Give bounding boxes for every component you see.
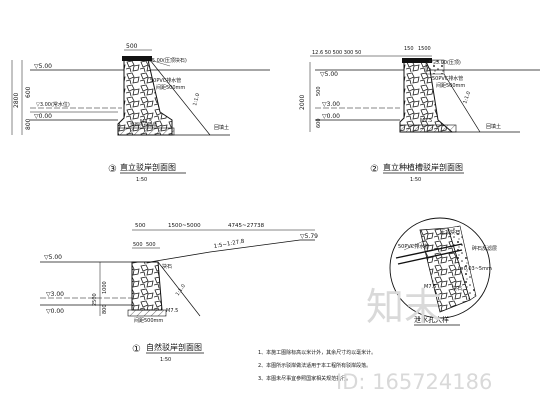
s3-callout-drain: 间距500mm — [134, 317, 163, 324]
s3-callout-mortar: M7.5 — [166, 308, 178, 314]
s1-level-low: ▽3.00(常水位) — [36, 101, 70, 108]
detail-callout-2: 50PVC排水管 — [398, 243, 429, 250]
s2-number: ② — [370, 164, 379, 175]
notes-block: 1、本施工图除标高以米计外，其余尺寸均以毫米计。 2、本图所示驳岸做法适用于本工… — [258, 349, 376, 382]
s2-level-design: ▽5.00 — [320, 71, 338, 78]
s1-dim-h2: 800 — [25, 118, 32, 130]
s2-level-low: ▽3.00 — [322, 101, 340, 108]
detail-title: 泄水孔大样 — [414, 315, 449, 324]
s2-callout-coping: ▽5.00(压顶) — [432, 60, 461, 66]
s2-dim-h1: 500 — [316, 86, 322, 96]
note-3: 3、本图未尽事宜参照国家相关规范执行。 — [258, 375, 351, 382]
s3-dim-seg3: 4745~27738 — [228, 223, 265, 229]
s1-callout-slope: 1:1.0 — [192, 93, 201, 107]
s2-dim-top-right: 1500 — [418, 46, 431, 52]
s3-dim-h1: 1000 — [102, 281, 108, 294]
s3-level-low: ▽3.00 — [46, 291, 64, 298]
s1-callout-mortar: M7.5 — [140, 119, 152, 125]
s1-callout-wall: 50PVC排水管 — [150, 77, 181, 84]
s1-callout-backfill: 回填土 — [214, 124, 229, 131]
s3-dim-height: 2500 — [92, 293, 98, 306]
s1-title: 直立驳岸剖面图 — [120, 162, 176, 172]
s2-dim-h2: 600 — [316, 118, 322, 128]
s3-number: ① — [132, 344, 141, 355]
s3-level-bottom: ▽0.00 — [46, 308, 64, 315]
s1-level-design: ▽5.00 — [34, 63, 52, 70]
s2-callout-mortar: M7.5 — [420, 118, 432, 124]
s3-callout-stone: 块石 — [162, 263, 172, 270]
watermark-id: ID: 165724186 — [336, 370, 492, 394]
s2-callout-slope: 1:1.0 — [462, 91, 472, 105]
s3-callout-slope2: 1:1.0 — [175, 283, 187, 297]
s2-scale: 1:50 — [410, 177, 421, 183]
s2-level-bottom: ▽0.00 — [322, 113, 340, 120]
s2-callout-spacing: 间距500mm — [436, 82, 465, 89]
s3-dim-sub2: 500 — [146, 242, 156, 248]
s1-number: ③ — [108, 164, 117, 175]
s3-dim-seg2: 1500~5000 — [168, 223, 201, 229]
s2-dim-left-span: 12.6 50 500 300 50 — [312, 50, 361, 56]
detail-callout-1: 压顶块石 — [440, 229, 460, 236]
detail-callout-5: M7.5 — [424, 284, 436, 290]
detail-callout-6: 块石 — [452, 285, 462, 292]
s1-callout-coping: ▽5.00(压顶块石) — [148, 57, 187, 64]
s3-dim-h2: 800 — [102, 304, 108, 314]
s1-scale: 1:50 — [136, 177, 147, 183]
s3-level-design: ▽5.00 — [44, 254, 62, 261]
s2-callout-backfill: 回填土 — [486, 123, 501, 130]
detail-callout-3: 碎石反滤层 — [472, 245, 497, 252]
section-3-vertical-revetment: 500 2800 600 800 ▽5.00 ▽3.00(常水位) ▽0.00 … — [11, 43, 270, 183]
note-1: 1、本施工图除标高以米计外，其余尺寸均以毫米计。 — [258, 349, 376, 356]
s1-dim-height: 2800 — [13, 93, 20, 108]
section-1-natural-revetment: 500 1500~5000 4745~27738 500 500 2500 10… — [40, 223, 318, 363]
weep-hole-detail: 压顶块石 50PVC排水管 碎石反滤层 i=0.03~5mm M7.5 块石 泄… — [389, 217, 497, 326]
detail-callout-4: i=0.03~5mm — [458, 266, 492, 272]
s2-callout-drain: 50PVC排水管 — [432, 75, 463, 82]
s3-scale: 1:50 — [160, 357, 171, 363]
s1-callout-spacing: 间距500mm — [156, 84, 185, 91]
section-2-planting-trough-revetment: 12.6 50 500 300 50 150 1500 2000 500 600… — [299, 46, 540, 183]
s3-dim-sub1: 500 — [133, 242, 143, 248]
s3-callout-slope1: 1:5~1:27.8 — [213, 239, 245, 250]
s1-dim-top: 500 — [126, 43, 138, 50]
s1-level-bottom: ▽0.00 — [34, 113, 52, 120]
s2-dim-top-mid: 150 — [404, 46, 414, 52]
s2-title: 直立种植槽驳岸剖面图 — [383, 162, 463, 172]
s1-dim-h1: 600 — [25, 86, 32, 98]
s3-title: 自然驳岸剖面图 — [146, 342, 202, 352]
s3-level-top: ▽5.79 — [300, 233, 318, 240]
watermark-brand: 知末 — [366, 285, 442, 329]
note-2: 2、本图所示驳岸做法适用于本工程所有驳岸段落。 — [258, 362, 371, 369]
s1-callout-stone: 浆砌块石挡墙 — [130, 121, 157, 128]
s2-dim-height: 2000 — [299, 95, 306, 110]
s3-dim-seg1: 500 — [135, 223, 146, 229]
